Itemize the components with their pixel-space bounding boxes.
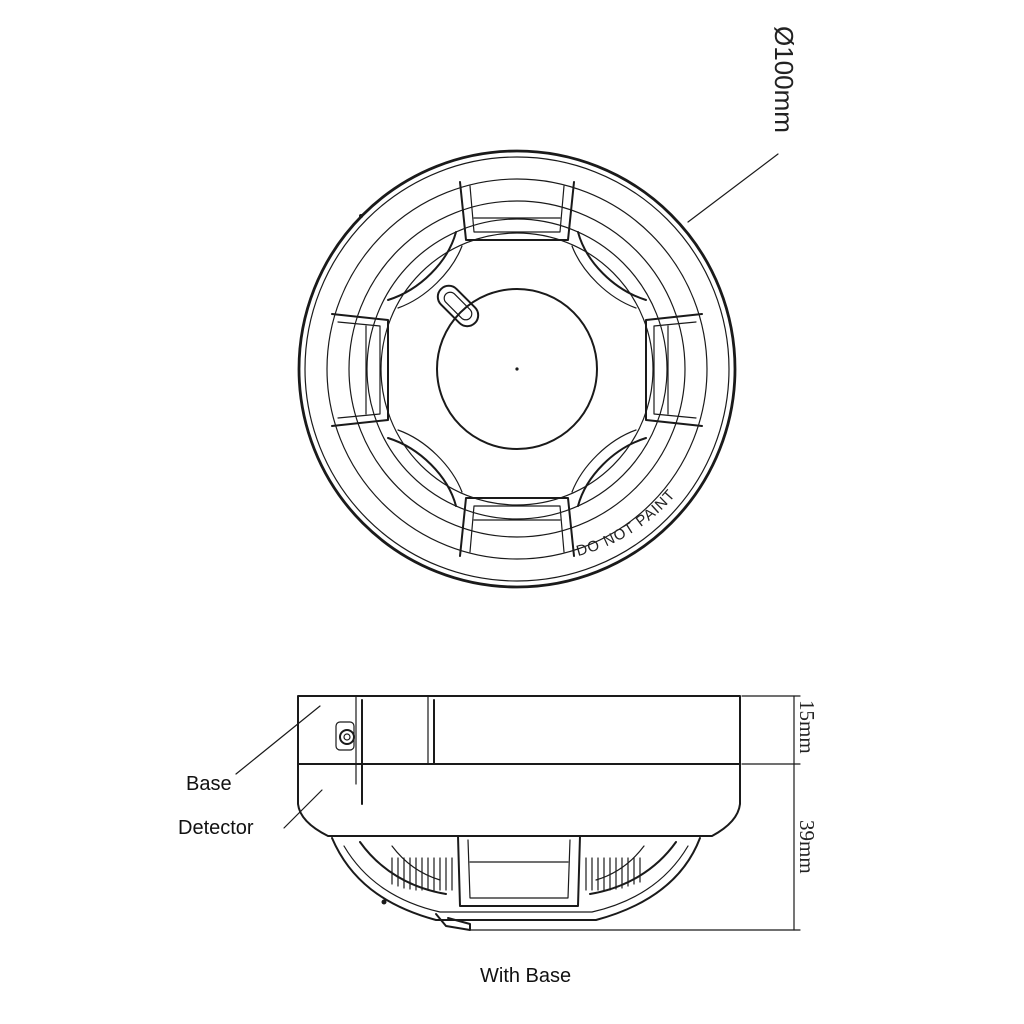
rib-bottom	[459, 497, 575, 557]
dim-detector-height: 39mm	[795, 820, 819, 874]
outer-rim-inner	[304, 156, 730, 582]
rim-dot	[359, 214, 363, 218]
detector-body	[297, 763, 741, 837]
dim-base-height: 15mm	[795, 700, 819, 754]
diameter-label: Ø100mm	[769, 26, 799, 133]
diameter-leader	[687, 153, 779, 223]
detector-leader	[283, 789, 323, 829]
side-view-caption: With Base	[480, 965, 571, 987]
inner-ring-1	[348, 200, 686, 538]
detector-label: Detector	[178, 817, 254, 839]
screw-icon	[335, 721, 355, 751]
outer-rim	[297, 149, 737, 589]
center-chamber	[436, 288, 598, 450]
dimension-lines	[469, 695, 801, 931]
led-lens	[436, 284, 480, 328]
detector-dome	[331, 835, 701, 931]
inner-ring-2	[366, 218, 668, 520]
base-label: Base	[186, 773, 232, 795]
side-view: 15mm 39mm Base Detector With Base	[178, 695, 819, 987]
vanes	[387, 231, 647, 507]
rib-right	[645, 313, 703, 427]
inner-ring-3	[380, 232, 654, 506]
base-leader	[235, 705, 321, 775]
top-view: DO NOT PAINT Ø100mm	[297, 26, 799, 589]
rim-ring	[326, 178, 708, 560]
rib-top	[459, 181, 575, 241]
center-dot	[515, 367, 519, 371]
base-body	[297, 695, 741, 765]
rib-left	[331, 313, 389, 427]
